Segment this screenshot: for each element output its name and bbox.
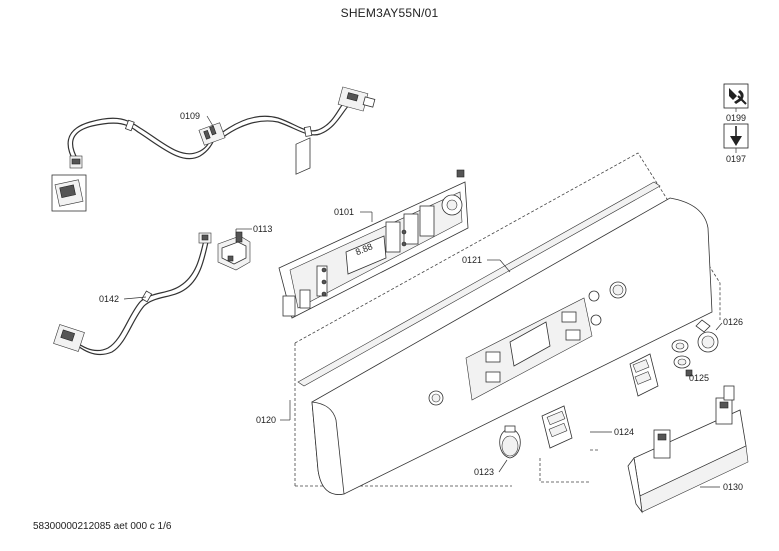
bracket-0130[interactable] xyxy=(627,385,749,514)
knob-0123[interactable] xyxy=(499,425,521,459)
seal-strip-0121[interactable] xyxy=(297,181,661,387)
cable-harness-0109[interactable] xyxy=(67,86,376,169)
label-0197: 0197 xyxy=(726,154,746,164)
label-0109: 0109 xyxy=(180,111,200,121)
pushbutton-set-0125[interactable] xyxy=(671,339,693,377)
label-0125: 0125 xyxy=(689,373,709,383)
label-0130: 0130 xyxy=(723,482,743,492)
label-0126: 0126 xyxy=(723,317,743,327)
screw-down-icon xyxy=(723,123,749,149)
label-0123: 0123 xyxy=(474,467,494,477)
label-0199: 0199 xyxy=(726,113,746,123)
drawing-title: SHEM3AY55N/01 xyxy=(340,6,439,20)
document-footer: 58300000212085 aet 000 c 1/6 xyxy=(33,521,172,532)
button-block-0124[interactable] xyxy=(541,353,659,449)
front-panel-0120[interactable] xyxy=(311,197,713,495)
label-0121: 0121 xyxy=(462,255,482,265)
label-0142: 0142 xyxy=(99,294,119,304)
cable-0142[interactable] xyxy=(53,232,212,356)
label-0124: 0124 xyxy=(614,427,634,437)
label-0101: 0101 xyxy=(334,207,354,217)
harness-connector-detail xyxy=(51,174,87,212)
connector-0113[interactable] xyxy=(217,231,251,271)
label-0120: 0120 xyxy=(256,415,276,425)
control-board-0101[interactable]: 8.88 xyxy=(278,137,469,319)
wrench-screwdriver-icon xyxy=(723,83,749,109)
label-0113: 0113 xyxy=(253,224,272,234)
knob-0126[interactable] xyxy=(695,319,719,353)
